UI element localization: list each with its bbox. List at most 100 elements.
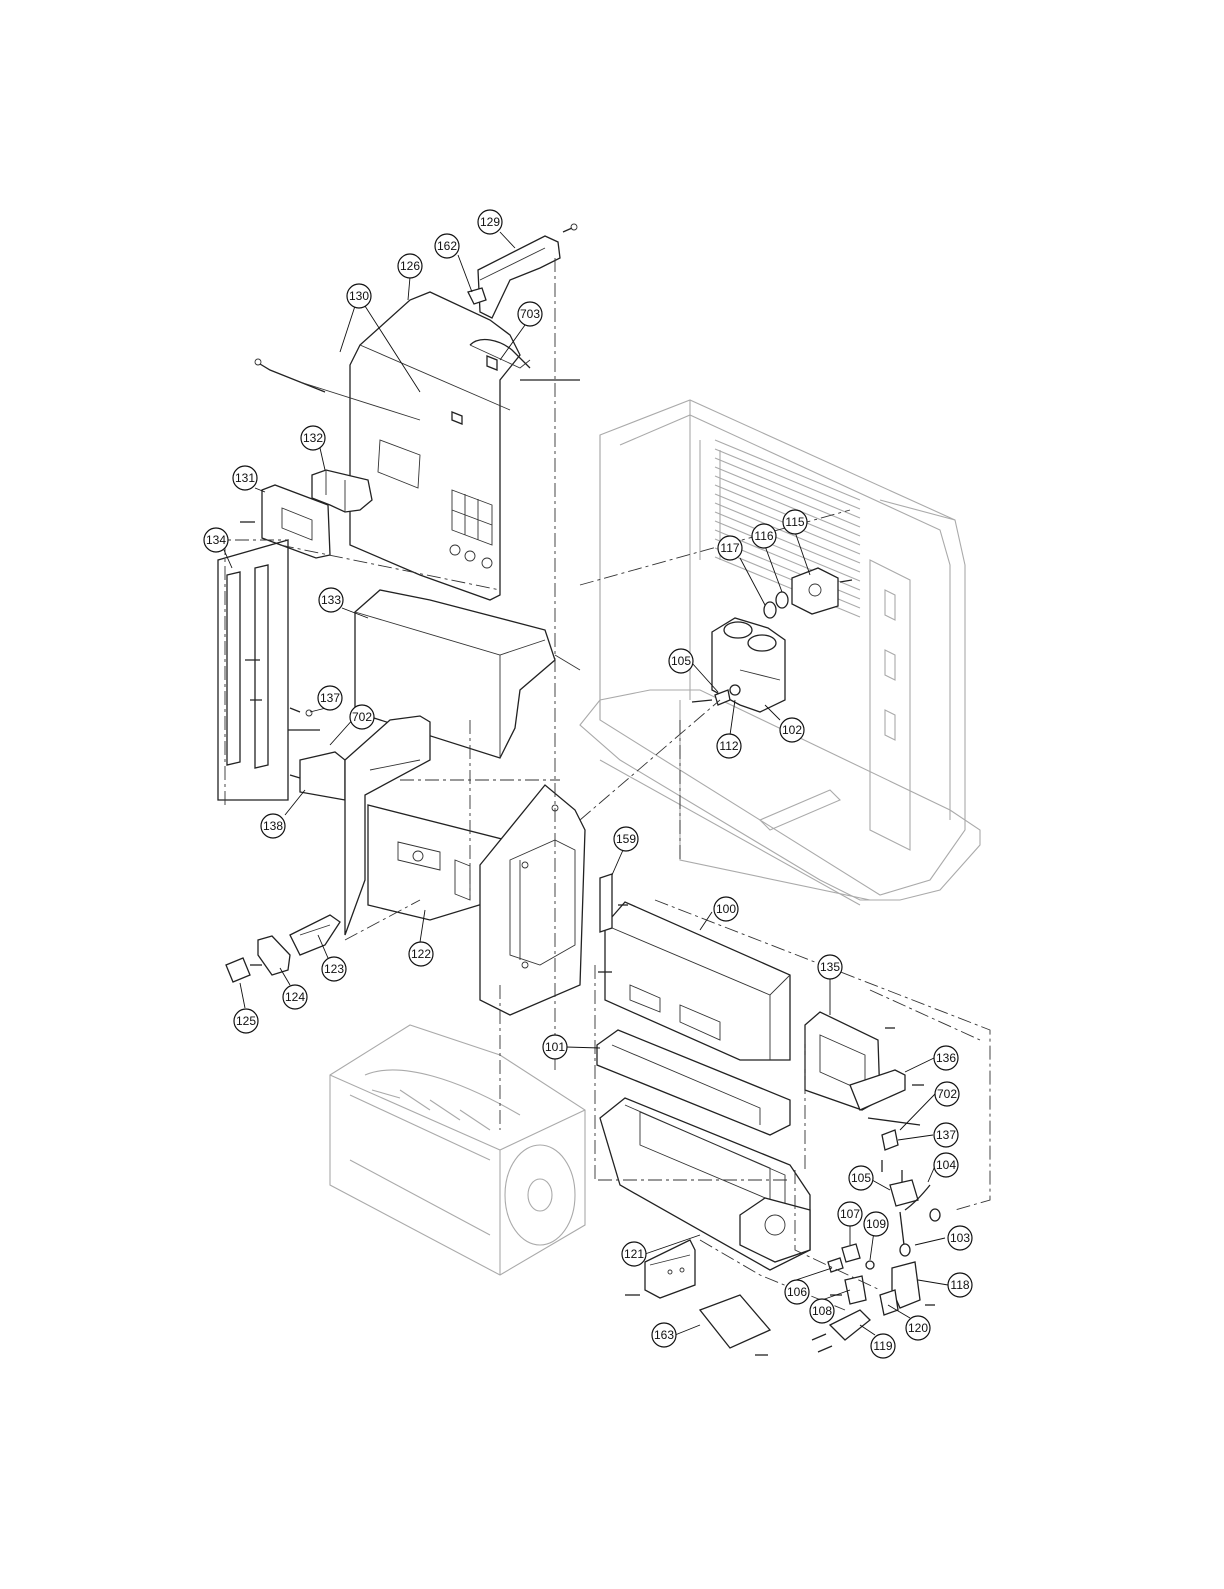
oring-103 (900, 1209, 940, 1256)
callout-label: 703 (520, 307, 540, 321)
callout-label: 131 (235, 471, 255, 485)
valve-118 (892, 1262, 935, 1308)
callout-label: 112 (719, 739, 738, 753)
clip-105-upper (692, 690, 730, 705)
callout-label: 104 (936, 1158, 956, 1172)
washer-109 (866, 1261, 874, 1269)
callout-108: 108 (810, 1299, 834, 1323)
callout-137: 137 (934, 1123, 958, 1147)
callout-105: 105 (669, 649, 693, 673)
callout-label: 138 (263, 819, 283, 833)
bracket-120 (880, 1290, 898, 1315)
callout-label: 102 (782, 723, 802, 737)
callout-109: 109 (864, 1212, 888, 1236)
callout-105: 105 (849, 1166, 873, 1190)
igniter-123 (290, 915, 340, 955)
callout-label: 159 (616, 832, 636, 846)
callout-label: 702 (937, 1087, 957, 1101)
callout-136: 136 (934, 1046, 958, 1070)
callout-134: 134 (204, 528, 228, 552)
callout-label: 122 (411, 947, 431, 961)
callout-label: 123 (324, 962, 344, 976)
callout-133: 133 (319, 588, 343, 612)
callout-125: 125 (234, 1009, 258, 1033)
callout-label: 137 (320, 691, 340, 705)
callout-159: 159 (614, 827, 638, 851)
rear-panel-126 (350, 292, 580, 600)
callout-label: 162 (437, 239, 457, 253)
callout-130: 130 (347, 284, 371, 308)
callout-label: 163 (654, 1328, 674, 1342)
oring-117 (764, 602, 776, 618)
callout-label: 118 (950, 1278, 969, 1292)
callout-label: 125 (236, 1014, 256, 1028)
callout-118: 118 (948, 1273, 972, 1297)
callout-103: 103 (948, 1226, 972, 1250)
callout-label: 135 (820, 960, 840, 974)
callout-112: 112 (717, 734, 741, 758)
callout-129: 129 (478, 210, 502, 234)
louver-slot (715, 440, 860, 500)
callout-label: 132 (303, 431, 323, 445)
callout-119: 119 (871, 1334, 895, 1358)
callout-132: 132 (301, 426, 325, 450)
callout-label: 126 (400, 259, 420, 273)
callout-137: 137 (318, 686, 342, 710)
callout-122: 122 (409, 942, 433, 966)
callout-label: 109 (866, 1217, 886, 1231)
callout-label: 119 (873, 1339, 892, 1353)
callout-label: 103 (950, 1231, 970, 1245)
callout-label: 115 (785, 515, 804, 529)
callout-124: 124 (283, 985, 307, 1009)
knob-125 (226, 958, 250, 982)
callout-label: 133 (321, 593, 341, 607)
sensor-702-right (868, 1118, 920, 1172)
bracket-124 (250, 936, 290, 975)
callout-label: 134 (206, 533, 226, 547)
callout-label: 129 (480, 215, 500, 229)
callout-702: 702 (935, 1082, 959, 1106)
callout-120: 120 (906, 1316, 930, 1340)
callout-label: 116 (754, 529, 773, 543)
callout-123: 123 (322, 957, 346, 981)
cover-163 (700, 1295, 770, 1355)
callout-104: 104 (934, 1153, 958, 1177)
callout-label: 136 (936, 1051, 956, 1065)
callout-label: 106 (787, 1285, 807, 1299)
callout-107: 107 (838, 1202, 862, 1226)
callout-label: 121 (624, 1247, 644, 1261)
callout-label: 124 (285, 990, 305, 1004)
callout-label: 702 (352, 710, 372, 724)
nozzle-107 (842, 1244, 860, 1262)
louver-slot (715, 449, 860, 509)
bracket-138 (288, 708, 345, 800)
callout-106: 106 (785, 1280, 809, 1304)
callout-label: 108 (812, 1304, 832, 1318)
callout-135: 135 (818, 955, 842, 979)
pin-106 (828, 1258, 843, 1272)
callout-label: 107 (840, 1207, 860, 1221)
callout-163: 163 (652, 1323, 676, 1347)
callout-702: 702 (350, 705, 374, 729)
bracket-108 (830, 1276, 866, 1304)
callout-label: 120 (908, 1321, 928, 1335)
callout-label: 105 (671, 654, 691, 668)
callout-126: 126 (398, 254, 422, 278)
callout-117: 117 (718, 536, 742, 560)
fan-assembly (330, 1025, 585, 1275)
callout-label: 100 (716, 902, 736, 916)
callout-138: 138 (261, 814, 285, 838)
callout-116: 116 (752, 524, 776, 548)
callout-121: 121 (622, 1242, 646, 1266)
side-frame (480, 785, 585, 1015)
callout-101: 101 (543, 1035, 567, 1059)
filter-134 (218, 540, 288, 800)
callout-115: 115 (783, 510, 807, 534)
callout-100: 100 (714, 897, 738, 921)
callout-131: 131 (233, 466, 257, 490)
clip-105-lower (890, 1170, 918, 1206)
fitting-115 (792, 568, 852, 614)
callout-label: 105 (851, 1171, 871, 1185)
callout-label: 137 (936, 1128, 956, 1142)
